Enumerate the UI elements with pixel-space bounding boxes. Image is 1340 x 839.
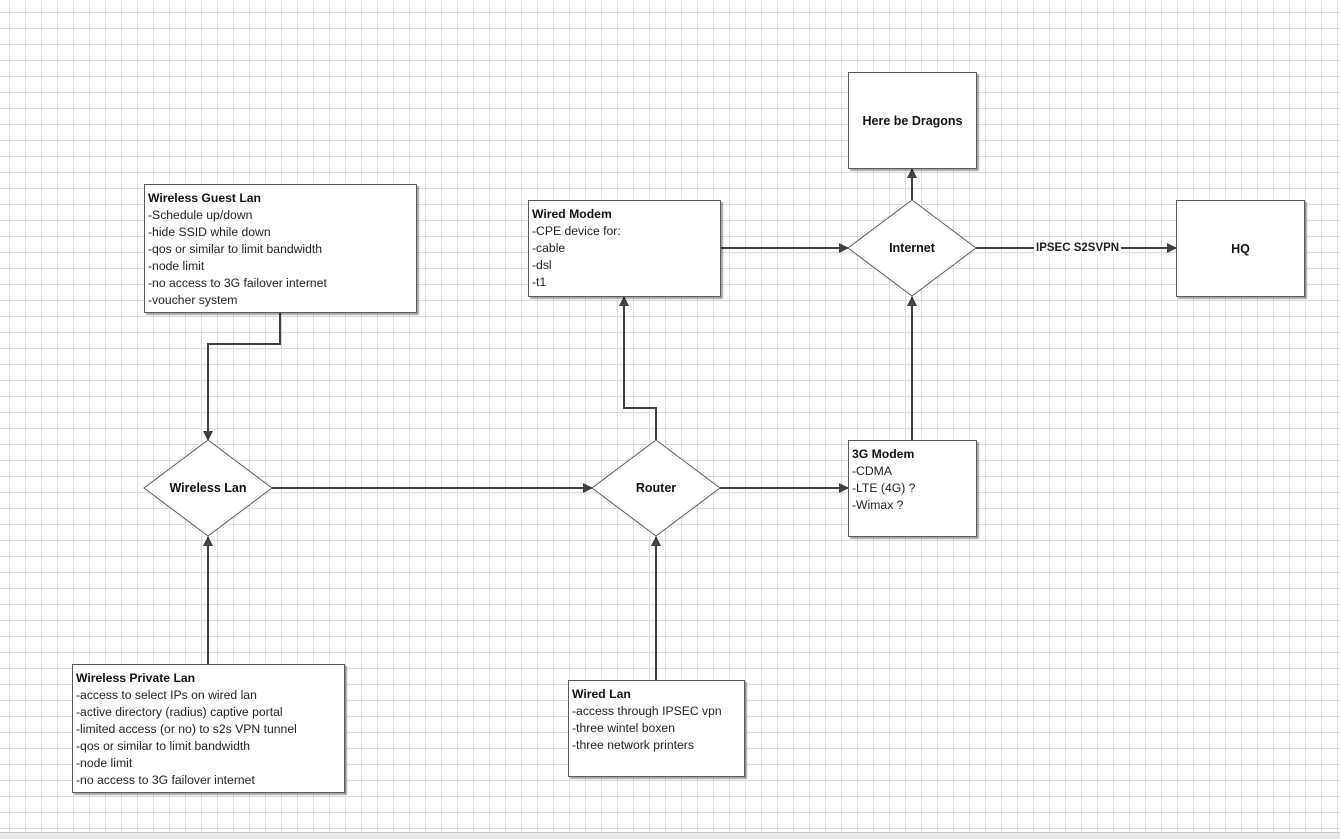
node-line: -active directory (radius) captive porta… [76, 705, 283, 719]
node-title: 3G Modem [852, 447, 915, 461]
wireless-private-lan-box[interactable]: Wireless Private Lan -access to select I… [72, 664, 345, 793]
node-title: Wireless Guest Lan [148, 191, 262, 205]
ipsec-edge-label: IPSEC S2SVPN [1034, 241, 1122, 255]
wireless-lan-label: Wireless Lan [169, 481, 247, 495]
node-title: Wired Lan [572, 687, 631, 701]
node-line: -Wimax ? [852, 498, 904, 512]
node-line: -dsl [532, 258, 552, 272]
node-line: -LTE (4G) ? [852, 481, 916, 495]
node-line: -access to select IPs on wired lan [76, 688, 257, 702]
node-line: -cable [532, 241, 566, 255]
wireless-lan-diamond[interactable] [143, 439, 273, 537]
3g-modem-box[interactable]: 3G Modem -CDMA -LTE (4G) ? -Wimax ? [848, 440, 977, 537]
node-line: -qos or similar to limit bandwidth [76, 739, 251, 753]
hq-box[interactable]: HQ [1176, 200, 1305, 297]
node-line: -qos or similar to limit bandwidth [148, 242, 323, 256]
node-line: -three network printers [572, 738, 694, 752]
router-label: Router [635, 481, 677, 495]
router-diamond[interactable] [591, 439, 721, 537]
node-title: Wireless Private Lan [76, 671, 196, 685]
node-line: -CDMA [852, 464, 892, 478]
node-line: -no access to 3G failover internet [76, 773, 255, 787]
connector-guest-to-wireless-lan [203, 313, 281, 441]
horizontal-scrollbar[interactable] [0, 832, 1340, 839]
node-line: -node limit [76, 756, 133, 770]
node-line: -node limit [148, 259, 205, 273]
connector-router-to-wired-modem [619, 296, 657, 440]
node-line: -three wintel boxen [572, 721, 675, 735]
node-line: -no access to 3G failover internet [148, 276, 327, 290]
wired-lan-box[interactable]: Wired Lan -access through IPSEC vpn -thr… [568, 680, 745, 777]
node-line: -t1 [532, 275, 547, 289]
node-line: -hide SSID while down [148, 225, 271, 239]
internet-label: Internet [889, 241, 935, 255]
node-title: Wired Modem [532, 207, 612, 221]
node-line: -CPE device for: [532, 224, 621, 238]
internet-diamond[interactable] [847, 199, 977, 297]
node-line: -Schedule up/down [148, 208, 253, 222]
node-line: -access through IPSEC vpn [572, 704, 722, 718]
node-line: -limited access (or no) to s2s VPN tunne… [76, 722, 297, 736]
here-be-dragons-box[interactable]: Here be Dragons [848, 72, 977, 169]
wired-modem-box[interactable]: Wired Modem -CPE device for: -cable -dsl… [528, 200, 721, 297]
wireless-guest-lan-box[interactable]: Wireless Guest Lan -Schedule up/down -hi… [144, 184, 417, 313]
node-line: -voucher system [148, 293, 238, 307]
